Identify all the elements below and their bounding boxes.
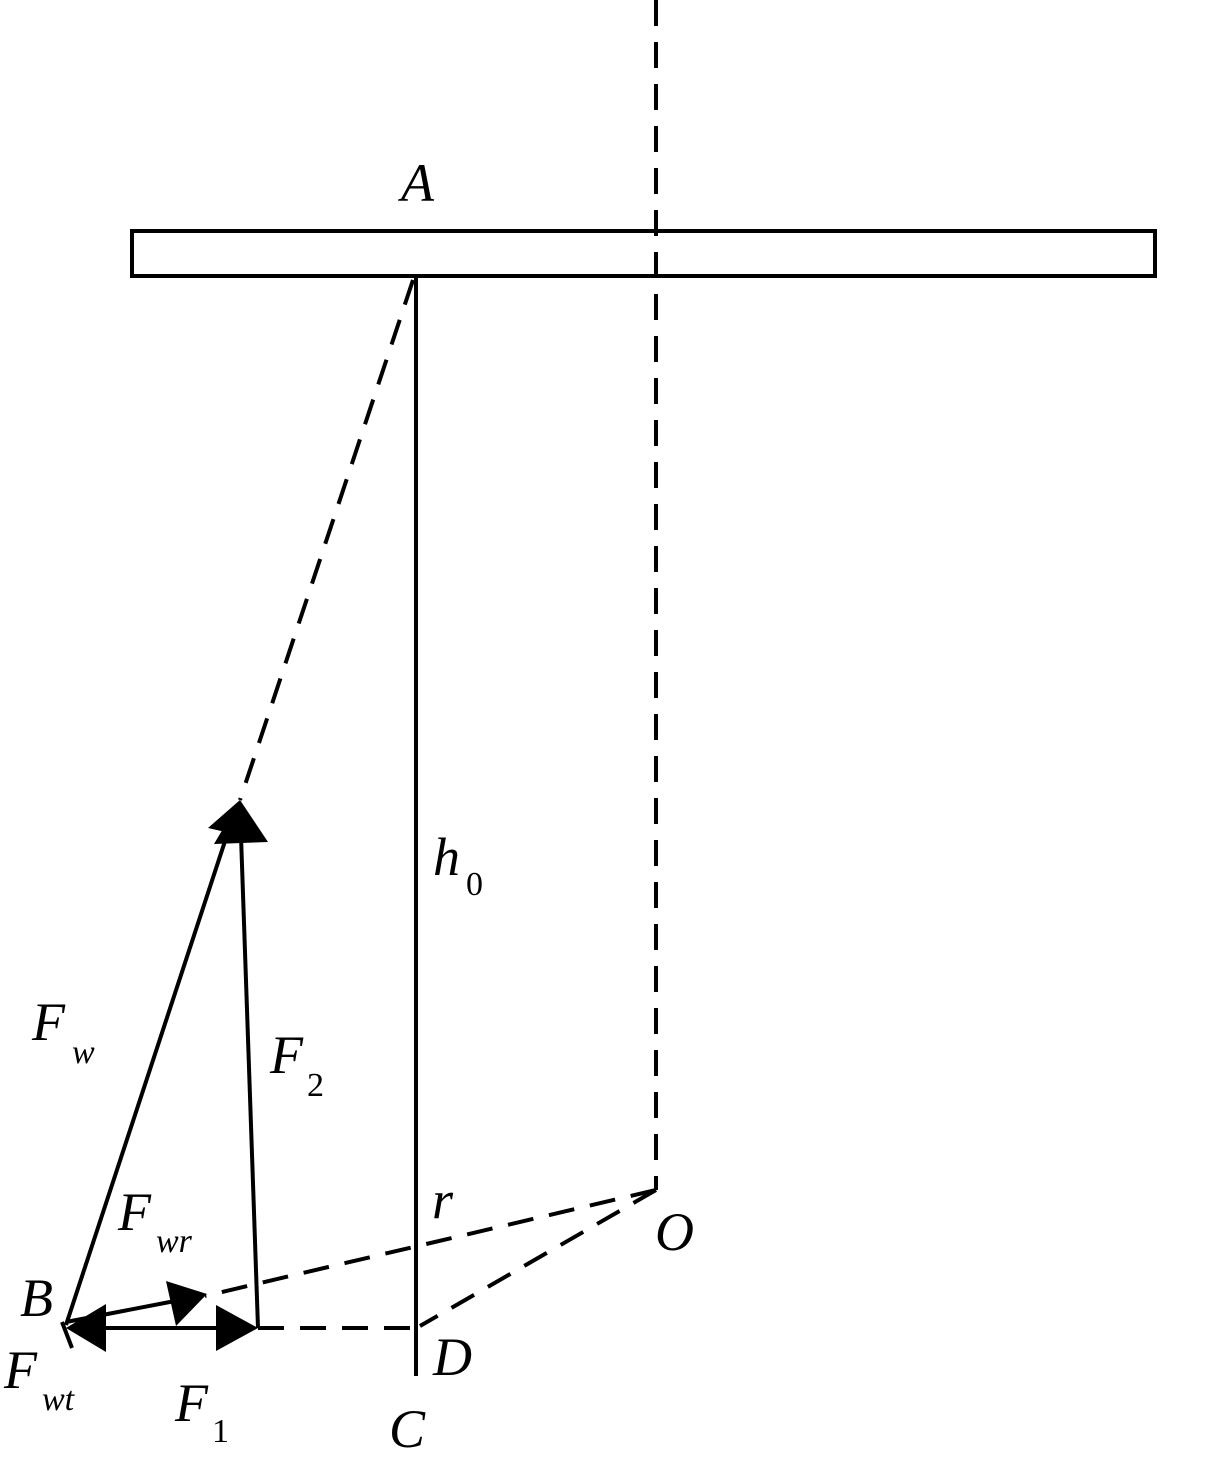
top-plate [130, 229, 1157, 278]
label-C: C [389, 1399, 426, 1459]
vector-Fwr-arrowhead [166, 1281, 207, 1326]
vector-Fwr [65, 1299, 176, 1324]
line-A-to-Fw-tip-dashed [238, 279, 415, 801]
label-Fwt: F [3, 1340, 38, 1400]
label-O: O [655, 1202, 694, 1262]
label-Fw: F [31, 992, 66, 1052]
label-B: B [20, 1268, 53, 1328]
line-OD-dashed [419, 1188, 657, 1328]
label-Fwr: F [117, 1182, 152, 1242]
label-Fw-sub: w [72, 1034, 95, 1071]
vector-F1-arrowhead [216, 1305, 258, 1351]
vector-F2 [239, 835, 260, 1329]
label-F1: F [174, 1373, 209, 1433]
label-h0: h [433, 827, 460, 887]
tick-B [60, 1321, 74, 1349]
label-A: A [398, 153, 435, 213]
vector-Fw [64, 831, 230, 1326]
label-Fwr-sub: wr [156, 1223, 193, 1260]
vector-F2-arrowhead [214, 800, 268, 844]
label-h0-sub: 0 [466, 866, 483, 903]
line-OB-dashed [204, 1188, 657, 1298]
label-F2-sub: 2 [307, 1067, 324, 1104]
label-F2: F [269, 1025, 304, 1085]
label-F1-sub: 1 [212, 1413, 229, 1450]
label-r: r [432, 1170, 454, 1230]
label-D: D [432, 1327, 472, 1387]
label-Fwt-sub: wt [42, 1381, 76, 1418]
